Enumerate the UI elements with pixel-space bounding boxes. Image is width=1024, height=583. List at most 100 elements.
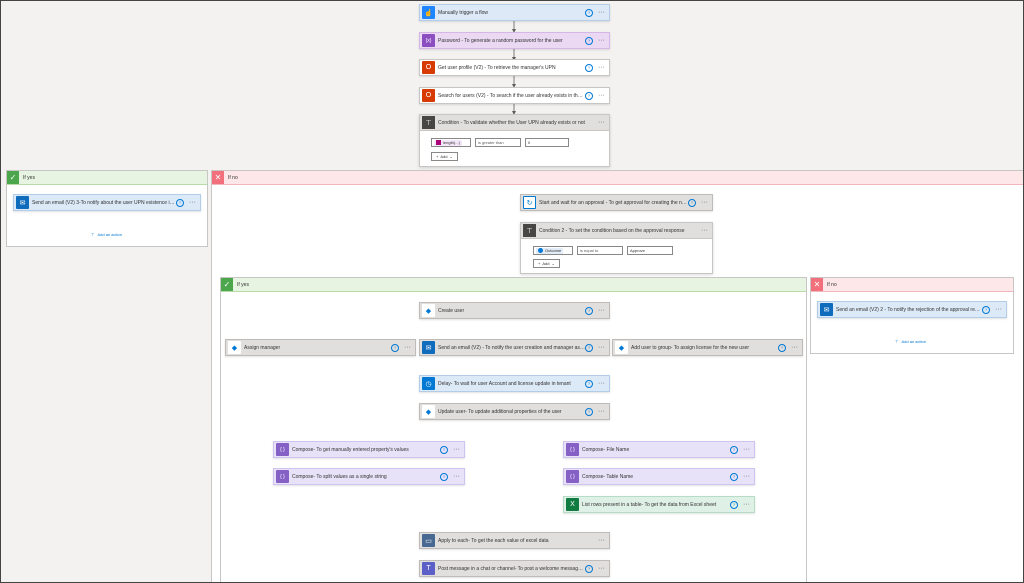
- add-button[interactable]: +Add⌄: [533, 259, 560, 268]
- more-options-icon[interactable]: ···: [598, 565, 605, 572]
- condition-2-card[interactable]: ⊤ Condition 2 - To set the condition bas…: [520, 222, 713, 274]
- help-icon[interactable]: ?: [440, 445, 448, 454]
- more-options-icon[interactable]: ···: [598, 37, 605, 44]
- card-title: Apply to each- To get the each value of …: [438, 537, 549, 544]
- condition-right-operand[interactable]: Approve: [627, 246, 673, 255]
- password-card[interactable]: {x} Password - To generate a random pass…: [419, 32, 610, 49]
- condition-icon: ⊤: [523, 224, 536, 237]
- more-options-icon[interactable]: ···: [791, 344, 798, 351]
- add-action-icon: ⊤: [91, 232, 95, 237]
- send-email-card[interactable]: ✉ Send an email (V2) 3-To notify about t…: [13, 194, 201, 211]
- more-options-icon[interactable]: ···: [598, 344, 605, 351]
- card-title: Send an email (V2) 3-To notify about the…: [32, 199, 176, 206]
- approval-card[interactable]: ↻ Start and wait for an approval - To ge…: [520, 194, 713, 211]
- help-icon[interactable]: ?: [585, 63, 593, 72]
- variable-icon: {x}: [422, 34, 435, 47]
- more-options-icon[interactable]: ···: [453, 473, 460, 480]
- branch-header[interactable]: ✓ If yes: [221, 278, 806, 292]
- compose-table-name-card[interactable]: { } Compose- Table Name ? ···: [563, 468, 755, 485]
- delay-card[interactable]: ◷ Delay- To wait for user Account and li…: [419, 375, 610, 392]
- operator-dropdown[interactable]: is greater than: [475, 138, 521, 147]
- expression-token[interactable]: length(...): [434, 139, 462, 146]
- check-icon: ✓: [7, 171, 19, 184]
- help-icon[interactable]: ?: [585, 564, 593, 573]
- condition-row: length(...) is greater than 0: [431, 138, 569, 147]
- more-options-icon[interactable]: ···: [598, 537, 605, 544]
- add-row: +Add⌄: [533, 259, 560, 268]
- help-icon[interactable]: ?: [730, 445, 738, 454]
- more-options-icon[interactable]: ···: [404, 344, 411, 351]
- branch-header[interactable]: ✓ If yes: [7, 171, 207, 185]
- send-email-creation-card[interactable]: ✉ Send an email (V2) - To notify the use…: [419, 339, 610, 356]
- condition-card[interactable]: ⊤ Condition - To validate whether the Us…: [419, 114, 610, 167]
- condition-left-operand[interactable]: length(...): [431, 138, 471, 147]
- trigger-card[interactable]: ☝ Manually trigger a flow ? ···: [419, 4, 610, 21]
- add-user-to-group-card[interactable]: ◆ Add user to group- To assign license f…: [612, 339, 803, 356]
- branch-header[interactable]: ✕ If no: [212, 171, 1023, 185]
- compose-entered-values-card[interactable]: { } Compose- To get manually entered pro…: [273, 441, 465, 458]
- more-options-icon[interactable]: ···: [995, 306, 1002, 313]
- if-yes-branch-2: ✓ If yes: [220, 277, 807, 582]
- list-rows-card[interactable]: X List rows present in a table- To get t…: [563, 496, 755, 513]
- azure-ad-icon: ◆: [228, 341, 241, 354]
- more-options-icon[interactable]: ···: [701, 227, 708, 234]
- compose-split-card[interactable]: { } Compose- To split values as a single…: [273, 468, 465, 485]
- branch-header[interactable]: ✕ If no: [811, 278, 1013, 292]
- help-icon[interactable]: ?: [585, 91, 593, 100]
- get-user-profile-card[interactable]: O Get user profile (V2) - To retrieve th…: [419, 59, 610, 76]
- condition-icon: ⊤: [422, 116, 435, 129]
- help-icon[interactable]: ?: [585, 407, 593, 416]
- condition-header: ⊤ Condition 2 - To set the condition bas…: [521, 223, 712, 239]
- add-action-icon: ⊤: [895, 339, 899, 344]
- post-message-card[interactable]: T Post message in a chat or channel- To …: [419, 560, 610, 577]
- more-options-icon[interactable]: ···: [598, 408, 605, 415]
- search-users-card[interactable]: O Search for users (V2) - To search if t…: [419, 87, 610, 104]
- add-button[interactable]: +Add⌄: [431, 152, 458, 161]
- timer-icon: ◷: [422, 377, 435, 390]
- more-options-icon[interactable]: ···: [598, 64, 605, 71]
- more-options-icon[interactable]: ···: [598, 307, 605, 314]
- send-email-rejection-card[interactable]: ✉ Send an email (V2) 2 - To notify the r…: [817, 301, 1007, 318]
- more-options-icon[interactable]: ···: [743, 501, 750, 508]
- help-icon[interactable]: ?: [585, 306, 593, 315]
- more-options-icon[interactable]: ···: [598, 9, 605, 16]
- help-icon[interactable]: ?: [176, 198, 184, 207]
- card-title: Assign manager: [244, 344, 281, 351]
- help-icon[interactable]: ?: [440, 472, 448, 481]
- help-icon[interactable]: ?: [730, 500, 738, 509]
- compose-icon: { }: [566, 443, 579, 456]
- more-options-icon[interactable]: ···: [743, 446, 750, 453]
- compose-file-name-card[interactable]: { } Compose- File Name ? ···: [563, 441, 755, 458]
- excel-icon: X: [566, 498, 579, 511]
- help-icon[interactable]: ?: [585, 379, 593, 388]
- more-options-icon[interactable]: ···: [453, 446, 460, 453]
- condition-left-operand[interactable]: Outcome: [533, 246, 573, 255]
- dynamic-content-token[interactable]: Outcome: [536, 247, 564, 254]
- card-title: Add user to group- To assign license for…: [631, 344, 750, 351]
- more-options-icon[interactable]: ···: [598, 119, 605, 126]
- help-icon[interactable]: ?: [585, 36, 593, 45]
- more-options-icon[interactable]: ···: [598, 380, 605, 387]
- add-action-link[interactable]: ⊤Add an action: [895, 339, 926, 344]
- card-title: Compose- To get manually entered propert…: [292, 446, 409, 453]
- help-icon[interactable]: ?: [585, 343, 593, 352]
- help-icon[interactable]: ?: [778, 343, 786, 352]
- more-options-icon[interactable]: ···: [743, 473, 750, 480]
- condition-right-operand[interactable]: 0: [525, 138, 569, 147]
- more-options-icon[interactable]: ···: [701, 199, 708, 206]
- help-icon[interactable]: ?: [982, 305, 990, 314]
- if-yes-branch: ✓ If yes ✉ Send an email (V2) 3-To notif…: [6, 170, 208, 247]
- add-action-link[interactable]: ⊤Add an action: [91, 232, 122, 237]
- more-options-icon[interactable]: ···: [598, 92, 605, 99]
- more-options-icon[interactable]: ···: [189, 199, 196, 206]
- create-user-card[interactable]: ◆ Create user ? ···: [419, 302, 610, 319]
- update-user-card[interactable]: ◆ Update user- To update additional prop…: [419, 403, 610, 420]
- help-icon[interactable]: ?: [585, 8, 593, 17]
- apply-to-each-card[interactable]: ▭ Apply to each- To get the each value o…: [419, 532, 610, 549]
- help-icon[interactable]: ?: [730, 472, 738, 481]
- help-icon[interactable]: ?: [688, 198, 696, 207]
- help-icon[interactable]: ?: [391, 343, 399, 352]
- assign-manager-card[interactable]: ◆ Assign manager ? ···: [225, 339, 416, 356]
- operator-dropdown[interactable]: is equal to: [577, 246, 623, 255]
